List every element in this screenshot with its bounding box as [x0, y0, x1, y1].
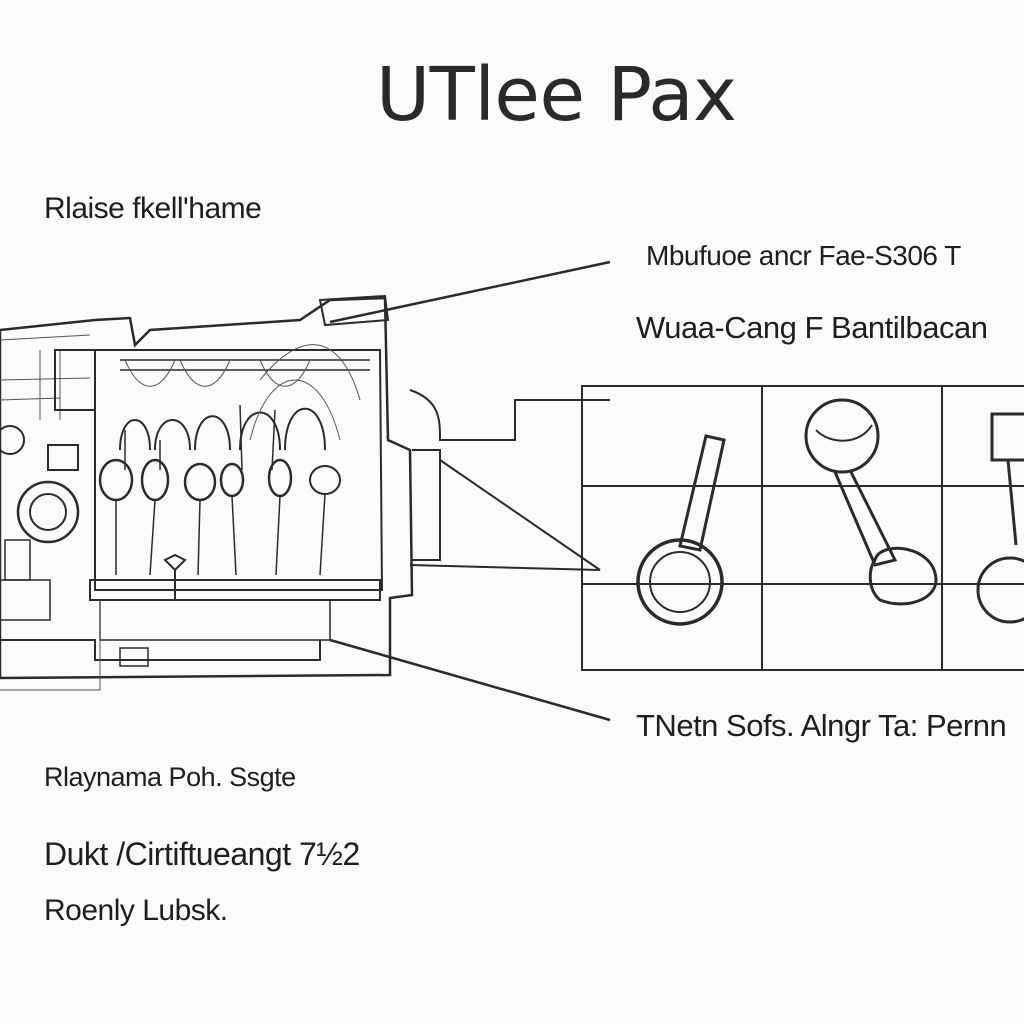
leader-lines — [329, 260, 611, 722]
parts-grid — [581, 385, 1024, 671]
callout-label-middle: Wuaa-Cang F Bantilbacan — [636, 310, 988, 345]
callout-label-upper: Mbufuoe ancr Fae-S306 T — [646, 240, 961, 271]
label-top-left: Rlaise fkell'hame — [44, 192, 262, 225]
connector-housing — [409, 389, 610, 571]
side-components — [0, 425, 80, 621]
cylinder-row — [98, 344, 361, 600]
connecting-rod-2 — [804, 398, 938, 606]
engine-block — [0, 294, 414, 691]
callout-label-lower: TNetn Sofs. Alngr Ta: Pernn — [636, 708, 1007, 743]
caption-line-1: Rlaynama Poh. Ssgte — [44, 762, 296, 792]
connecting-rod-1 — [636, 434, 726, 626]
caption-line-2: Dukt /Cirtiftueangt 7½2 — [44, 836, 360, 872]
caption-line-3: Roenly Lubsk. — [44, 894, 228, 927]
connecting-rod-3 — [976, 412, 1024, 624]
